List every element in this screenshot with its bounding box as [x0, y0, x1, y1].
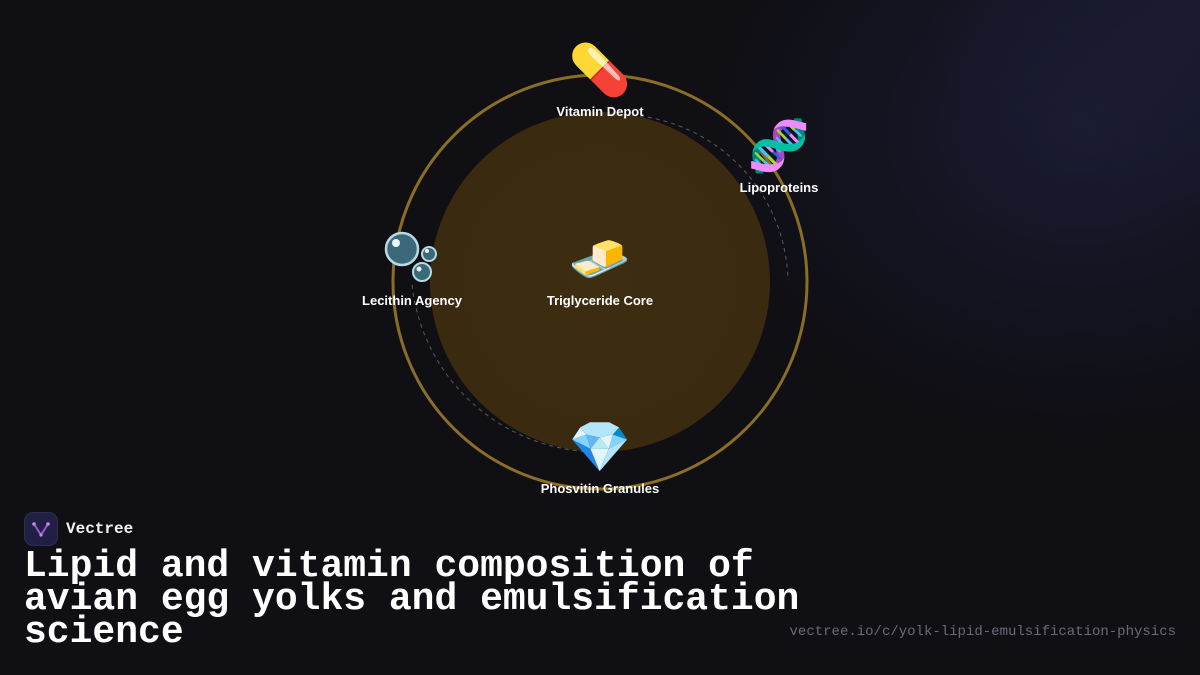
node-label: Triglyceride Core	[546, 293, 654, 308]
node-label: Phosvitin Granules	[540, 481, 660, 496]
brand: Vectree	[24, 512, 133, 546]
butter-icon: 🧈	[568, 230, 632, 288]
gem-icon: 💎	[568, 418, 632, 476]
page-title: Lipid and vitamin composition of avian e…	[24, 545, 800, 654]
source-url: vectree.io/c/yolk-lipid-emulsification-p…	[789, 624, 1176, 640]
yolk-core-disc	[430, 112, 770, 452]
dna-icon: 🧬	[747, 117, 811, 175]
node-phosvitin-granules: 💎 Phosvitin Granules	[510, 417, 690, 496]
brand-name: Vectree	[66, 520, 134, 538]
dashed-orbit-right	[639, 115, 789, 281]
node-lecithin-agency: Lecithin Agency	[322, 229, 502, 308]
node-label: Lipoproteins	[739, 180, 819, 195]
pill-icon: 💊	[568, 41, 632, 99]
vectree-logo-icon	[24, 512, 58, 546]
node-label: Lecithin Agency	[362, 293, 462, 308]
node-triglyceride-core: 🧈 Triglyceride Core	[510, 229, 690, 308]
outer-ring	[391, 73, 809, 491]
node-vitamin-depot: 💊 Vitamin Depot	[510, 40, 690, 119]
node-lipoproteins: 🧬 Lipoproteins	[689, 116, 869, 195]
node-label: Vitamin Depot	[556, 104, 644, 119]
bubbles-icon	[322, 229, 502, 289]
dashed-orbit-left	[411, 284, 599, 453]
